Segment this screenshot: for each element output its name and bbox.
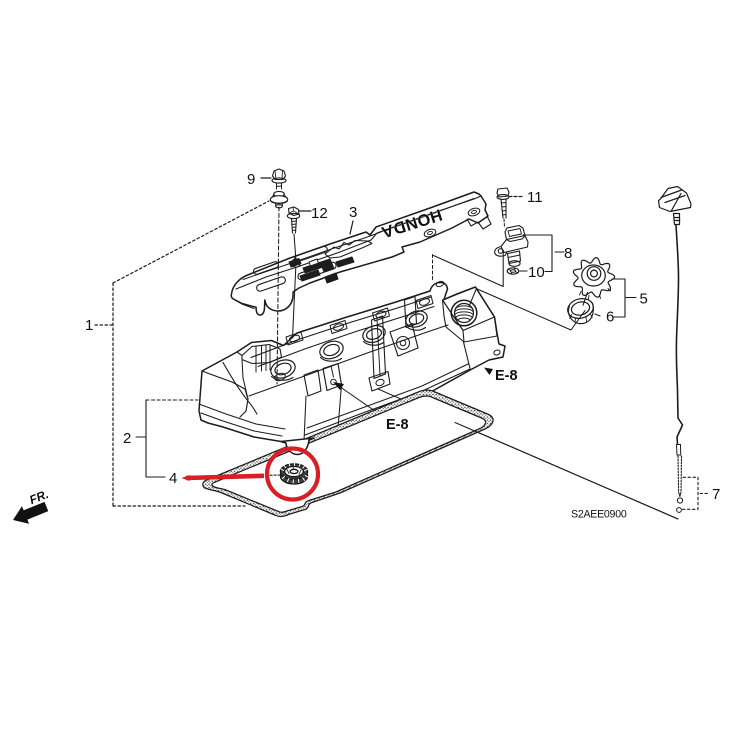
svg-text:12: 12 xyxy=(311,205,328,222)
svg-text:E-8: E-8 xyxy=(495,368,518,384)
svg-text:11: 11 xyxy=(527,189,543,206)
svg-text:5: 5 xyxy=(640,291,648,308)
svg-text:E-8: E-8 xyxy=(386,417,409,433)
svg-text:S2AEE0900: S2AEE0900 xyxy=(571,509,627,521)
svg-text:1: 1 xyxy=(85,317,93,334)
svg-text:10: 10 xyxy=(528,264,545,281)
svg-text:8: 8 xyxy=(564,245,572,262)
svg-text:9: 9 xyxy=(247,171,255,188)
svg-text:2: 2 xyxy=(123,430,131,447)
svg-text:FR.: FR. xyxy=(27,487,50,507)
svg-text:3: 3 xyxy=(349,204,357,221)
svg-text:6: 6 xyxy=(606,309,614,326)
svg-text:4: 4 xyxy=(169,470,177,487)
svg-text:7: 7 xyxy=(712,486,720,503)
